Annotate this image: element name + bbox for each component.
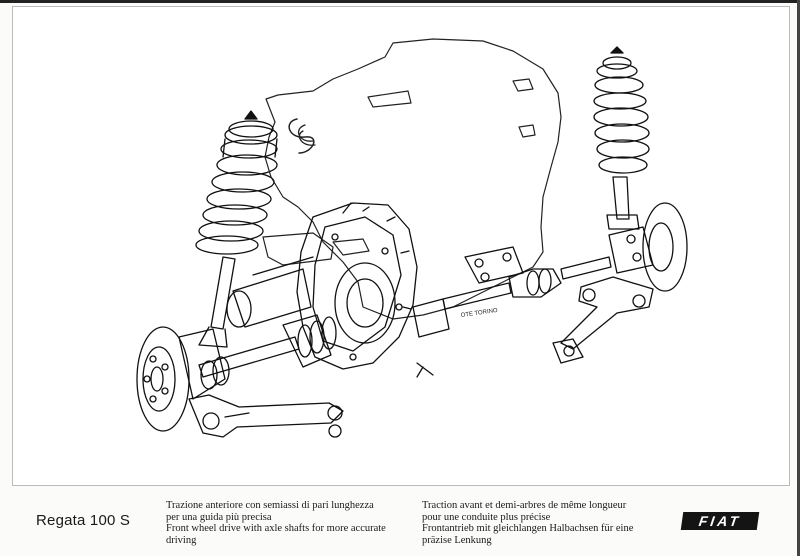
- fiat-logo: FIAT: [680, 512, 760, 530]
- right-strut-assembly: [593, 46, 650, 230]
- engine-outline: [262, 38, 562, 320]
- caption-strip: Regata 100 S Trazione anteriore con semi…: [0, 492, 800, 552]
- left-axle-shaft: [198, 314, 337, 390]
- german-line-2: präzise Lenkung: [422, 534, 492, 546]
- left-strut-assembly: [195, 110, 278, 348]
- german-line-1: Frontantrieb mit gleichlangen Halbachsen…: [422, 523, 634, 534]
- technical-drawing: OTE TORINO: [12, 6, 790, 486]
- top-edge: [0, 0, 800, 3]
- drawing-label: OTE TORINO: [460, 308, 498, 319]
- english-line-2: driving: [166, 534, 197, 546]
- right-control-arm: [552, 276, 654, 364]
- caption-column-fr-de: Traction avant et demi-arbres de même lo…: [422, 500, 633, 546]
- left-control-arm: [188, 394, 344, 438]
- caption-column-it-en: Trazione anteriore con semiassi di pari …: [166, 500, 386, 546]
- right-axle-shaft: [442, 246, 612, 310]
- left-wheel-hub: [136, 326, 226, 432]
- gearbox-assembly: [226, 202, 450, 378]
- right-edge: [797, 0, 800, 556]
- french-line-1: Traction avant et demi-arbres de même lo…: [422, 500, 627, 511]
- italian-line-1: Trazione anteriore con semiassi di pari …: [166, 500, 374, 511]
- english-line-1: Front wheel drive with axle shafts for m…: [166, 523, 386, 534]
- french-line-2: pour une conduite plus précise: [422, 511, 551, 523]
- model-name: Regata 100 S: [36, 512, 131, 529]
- right-wheel-hub: [608, 202, 688, 292]
- italian-line-2: per una guida più precisa: [166, 511, 272, 523]
